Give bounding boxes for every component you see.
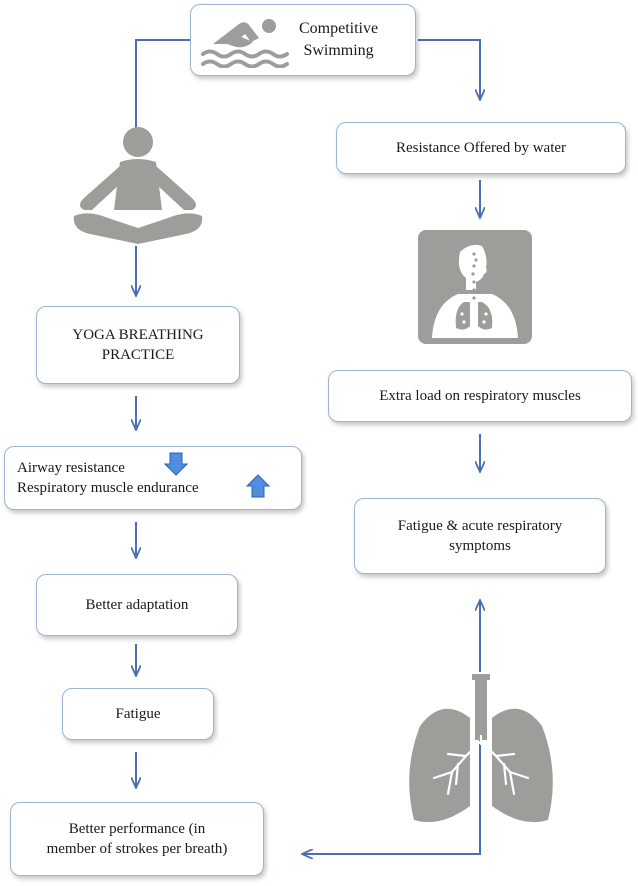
fatigue-label: Fatigue <box>115 705 161 722</box>
yoga-line-1: YOGA BREATHING <box>72 326 204 343</box>
respiratory-system-icon <box>418 230 532 344</box>
airway-effects-box: Airway resistance Respiratory muscle end… <box>4 446 302 510</box>
extra-load-label: Extra load on respiratory muscles <box>379 387 581 404</box>
lungs-icon <box>409 674 553 823</box>
symptoms-line-2: symptoms <box>449 538 511 554</box>
yoga-breathing-practice-box: YOGA BREATHING PRACTICE <box>36 306 240 384</box>
extra-load-box: Extra load on respiratory muscles <box>328 370 632 422</box>
yoga-line-2: PRACTICE <box>101 347 175 363</box>
competitive-swimming-box: Competitive Swimming <box>190 4 416 76</box>
performance-line-1: Better performance (in <box>68 820 206 837</box>
effects-line-1: Airway resistance <box>17 459 125 476</box>
meditation-icon <box>73 127 203 244</box>
fatigue-box: Fatigue <box>62 688 214 740</box>
arrow-down-icon <box>164 452 188 476</box>
water-resistance-box: Resistance Offered by water <box>336 122 626 174</box>
connector-lungs-to-performance <box>302 740 481 854</box>
fatigue-symptoms-box: Fatigue & acute respiratory symptoms <box>354 498 606 574</box>
better-performance-box: Better performance (in member of strokes… <box>10 802 264 876</box>
better-adaptation-box: Better adaptation <box>36 574 238 636</box>
adaptation-label: Better adaptation <box>85 596 189 613</box>
effects-line-2: Respiratory muscle endurance <box>17 480 199 496</box>
symptoms-line-1: Fatigue & acute respiratory <box>397 517 563 534</box>
arrow-up-icon <box>246 474 270 498</box>
title-line-1: Competitive <box>299 20 379 38</box>
connector-title-to-resistance <box>418 39 480 100</box>
title-line-2: Swimming <box>303 42 374 59</box>
connector-title-to-yoga <box>135 39 190 128</box>
performance-line-2: member of strokes per breath) <box>46 841 228 857</box>
swimmer-icon <box>201 19 289 68</box>
resistance-label: Resistance Offered by water <box>395 139 567 156</box>
